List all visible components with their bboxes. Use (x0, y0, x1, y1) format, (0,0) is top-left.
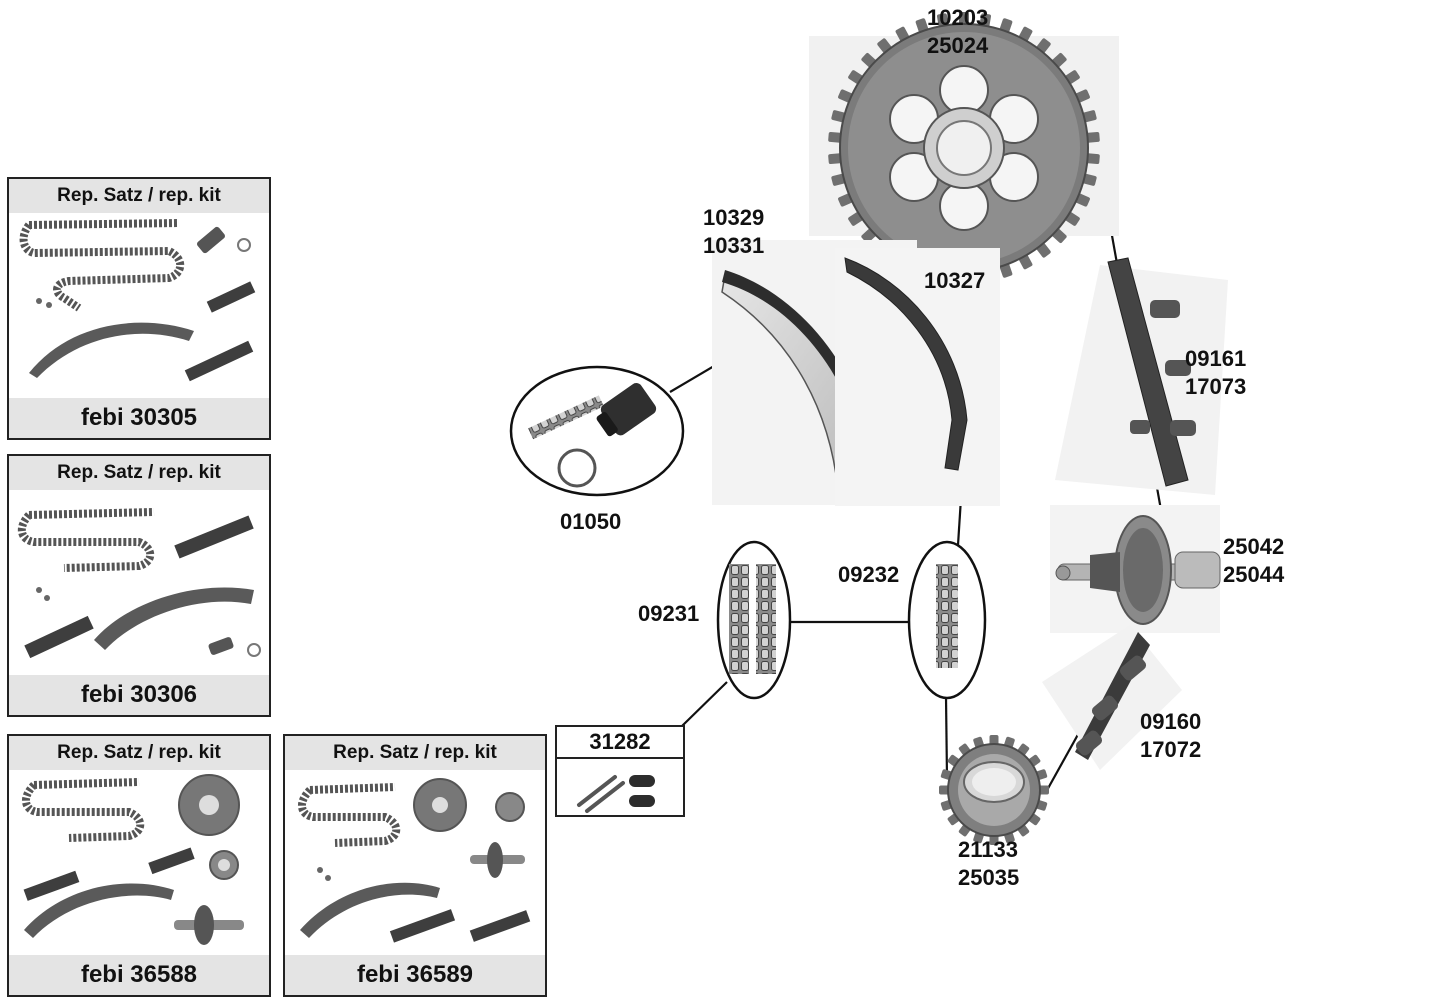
kit-30306-image (9, 490, 269, 675)
intermediate-shaft-image (1050, 505, 1220, 633)
part-label-tensioner-rail: 10329 10331 (703, 204, 764, 260)
part-label-chain-09232: 09232 (838, 561, 899, 589)
part-label-chain-09231: 09231 (638, 600, 699, 628)
crank-sprocket-image (939, 735, 1049, 845)
kit-name: febi 36588 (9, 955, 269, 995)
kit-name: febi 36589 (285, 955, 545, 995)
kit-36589-image (285, 770, 545, 955)
kit-30306[interactable]: Rep. Satz / rep. kit febi 30306 (7, 454, 271, 717)
kit-36588-image (9, 770, 269, 955)
chain-09231-detail (718, 542, 790, 698)
kit-36588[interactable]: Rep. Satz / rep. kit febi 36588 (7, 734, 271, 997)
part-label-tensioner: 01050 (560, 508, 621, 536)
part-label-guide-rail-09161: 09161 17073 (1185, 345, 1246, 401)
chain-09232-detail (909, 542, 985, 698)
part-label-intermediate-shaft: 25042 25044 (1223, 533, 1284, 589)
kit-header: Rep. Satz / rep. kit (285, 736, 545, 770)
kit-30305[interactable]: Rep. Satz / rep. kit febi 30305 (7, 177, 271, 440)
kit-name: febi 30306 (9, 675, 269, 715)
link-set-31282-box[interactable]: 31282 (555, 725, 685, 817)
kit-name: febi 30305 (9, 398, 269, 438)
kit-header: Rep. Satz / rep. kit (9, 179, 269, 213)
link-set-image (557, 759, 683, 817)
kit-36589[interactable]: Rep. Satz / rep. kit febi 36589 (283, 734, 547, 997)
part-label-guide-rail-10327: 10327 (924, 267, 985, 295)
part-label-camshaft-sprocket: 10203 25024 (927, 4, 988, 60)
part-number-31282: 31282 (557, 727, 683, 759)
part-label-crank-sprocket: 21133 25035 (958, 836, 1019, 892)
part-label-guide-rail-09160: 09160 17072 (1140, 708, 1201, 764)
kit-header: Rep. Satz / rep. kit (9, 456, 269, 490)
kit-header: Rep. Satz / rep. kit (9, 736, 269, 770)
tensioner-01050-detail (511, 367, 683, 495)
kit-30305-image (9, 213, 269, 398)
